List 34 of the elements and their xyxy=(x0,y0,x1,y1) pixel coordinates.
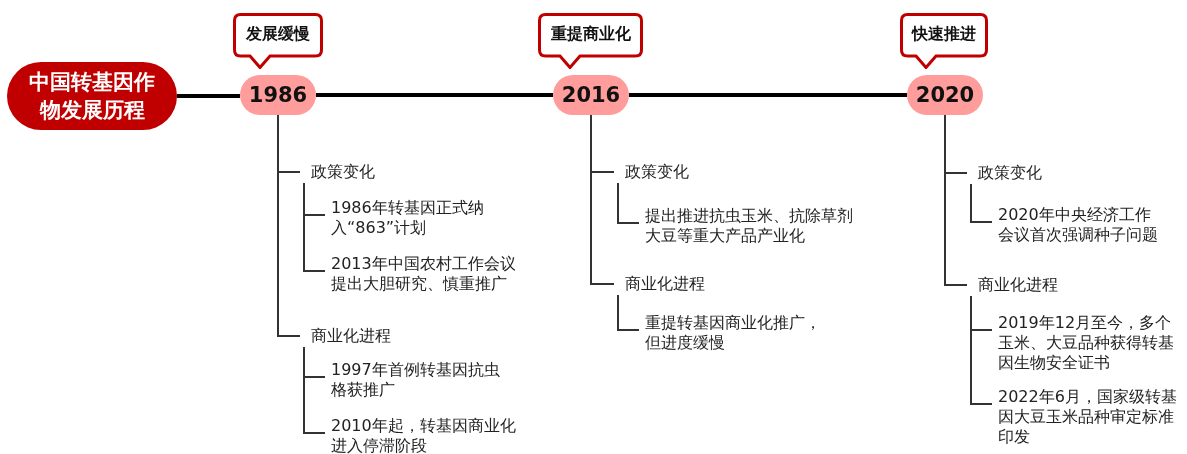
item-text: 提出推进抗虫玉米、抗除草剂大豆等重大产品产业化 xyxy=(639,206,857,246)
connector-line xyxy=(970,183,993,223)
item-text: 2013年中国农村工作会议提出大胆研究、慎重推广 xyxy=(325,254,516,294)
year-pill: 1986 xyxy=(240,75,316,115)
connector-line xyxy=(303,182,326,272)
category-label: 商业化进程 xyxy=(967,274,1077,296)
category-label: 商业化进程 xyxy=(300,325,410,347)
category-label: 商业化进程 xyxy=(614,273,724,295)
category-label: 政策变化 xyxy=(967,162,1062,184)
item-text: 2010年起，转基因商业化进入停滞阶段 xyxy=(325,416,516,454)
item-text: 2022年6月，国家级转基因大豆玉米品种审定标准印发 xyxy=(992,387,1180,447)
timeline-line xyxy=(177,94,240,98)
connector-line xyxy=(617,294,640,331)
connector-line xyxy=(970,295,993,405)
timeline-line xyxy=(629,93,907,97)
year-pill: 2020 xyxy=(907,75,983,115)
category-label: 政策变化 xyxy=(614,161,709,183)
connector-line xyxy=(277,114,301,337)
timeline-line xyxy=(316,93,553,97)
item-text: 2020年中央经济工作会议首次强调种子问题 xyxy=(992,205,1163,245)
item-text: 重提转基因商业化推广，但进度缓慢 xyxy=(639,313,825,353)
connector-line xyxy=(303,346,326,434)
callout-bubble: 重提商业化 xyxy=(538,13,643,69)
year-pill: 2016 xyxy=(553,75,629,115)
connector-line xyxy=(617,182,640,224)
item-text: 1986年转基因正式纳入“863”计划 xyxy=(325,198,506,238)
connector-line xyxy=(590,114,615,285)
item-text: 2019年12月至今，多个玉米、大豆品种获得转基因生物安全证书 xyxy=(992,313,1180,373)
connector-line xyxy=(944,114,968,286)
category-label: 政策变化 xyxy=(300,161,395,183)
callout-bubble: 快速推进 xyxy=(900,13,988,69)
item-text: 1997年首例转基因抗虫格获推广 xyxy=(325,360,501,400)
callout-bubble: 发展缓慢 xyxy=(233,13,323,69)
title-pill: 中国转基因作物发展历程 xyxy=(7,62,177,130)
